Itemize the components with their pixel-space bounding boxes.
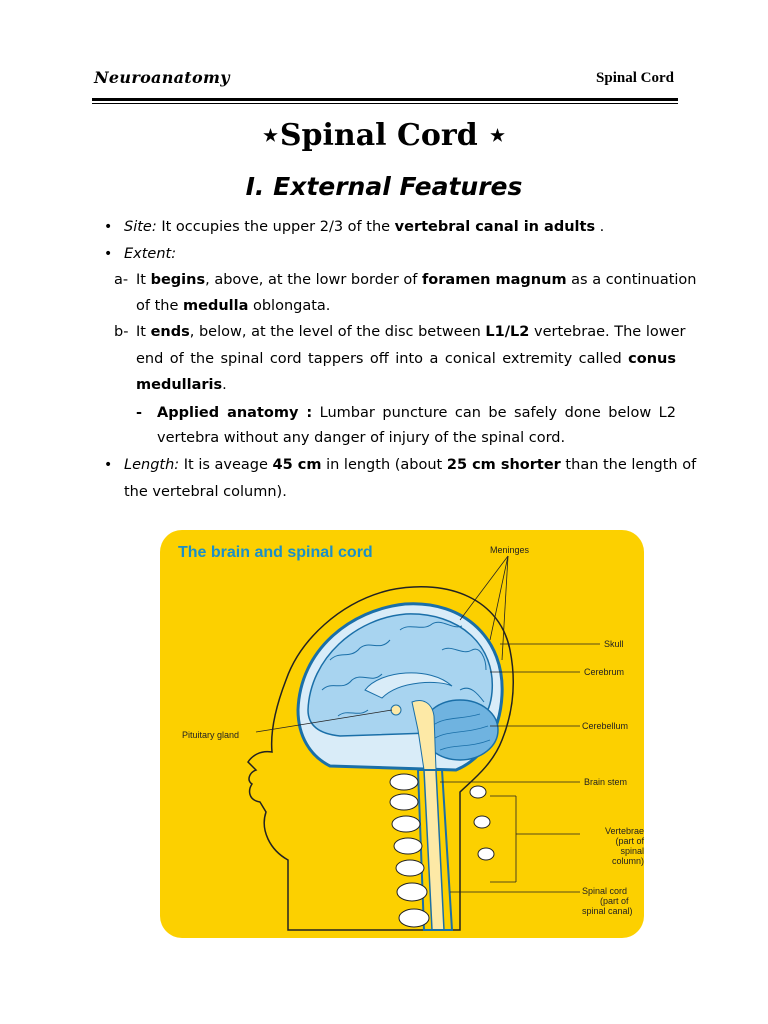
text: 45 cm [272,457,322,473]
item-b-line2: end of the spinal cord tappers off into … [136,349,676,369]
item-b-line3: medullaris. [136,375,227,395]
text: It [136,272,151,288]
item-a-line1: It begins, above, at the lowr border of … [136,270,697,290]
label-meninges: Meninges [490,545,530,555]
text: spinal column) [611,846,644,866]
text: begins [150,272,206,288]
site-label: Site: [124,219,157,235]
header-rule-thin [92,103,678,104]
length-line2: the vertebral column). [124,484,287,500]
item-b-line1: It ends, below, at the level of the disc… [136,322,685,342]
text: spinal canal) [582,906,633,916]
text: medulla [183,298,249,314]
text: Lumbar puncture can be safely done below… [312,405,676,421]
text: It is aveage [179,457,273,473]
figure-title: The brain and spinal cord [178,544,373,561]
label-skull: Skull [604,639,624,649]
brain-illustration [247,555,600,931]
text: foramen magnum [422,272,567,288]
text: L1/L2 [485,324,530,340]
text: . [222,377,227,393]
text: in length (about [321,457,447,473]
pituitary-shape [390,704,402,716]
text: (part of [615,836,644,846]
text: (part of [600,896,629,906]
section-subtitle: I. External Features [245,172,523,201]
text: medullaris [136,377,223,393]
header-left: Neuroanatomy [94,68,230,87]
item-b-marker: b- [114,324,129,340]
length-line1: Length: It is aveage 45 cm in length (ab… [124,455,696,475]
extent-label: Extent: [124,246,177,262]
text: as a continuation [566,272,697,288]
text: Spinal cord [582,886,628,896]
text: vertebrae. The lower [529,324,686,340]
text: of the [136,298,183,314]
site-pre: It occupies the upper 2/3 of the [156,219,395,235]
bullet-dot: • [104,219,113,235]
site-bold: vertebral canal in adults [394,219,596,235]
text: , below, at the level of the disc betwee… [189,324,486,340]
header-rule [92,98,678,101]
label-spinal-cord: Spinal cord (part of spinal canal) [582,886,633,916]
text: oblongata. [248,298,331,314]
item-a-line2: of the medulla oblongata. [136,296,330,316]
bullet-dot: • [104,246,113,262]
label-cerebrum: Cerebrum [584,667,625,677]
text: It [136,324,151,340]
text: Vertebrae [604,826,644,836]
site-line: Site: It occupies the upper 2/3 of the v… [124,217,604,237]
text: Length: [124,457,180,473]
spinal-canal [416,769,454,931]
applied-marker: - [136,405,143,421]
text: , above, at the lowr border of [205,272,422,288]
text: conus [628,351,676,367]
bullet-dot: • [104,457,113,473]
header-right: Spinal Cord [596,70,674,86]
applied-line1: Applied anatomy : Lumbar puncture can be… [157,403,676,423]
corpus-callosum [364,672,453,699]
text: 25 cm shorter [446,457,561,473]
item-a-marker: a- [114,272,129,288]
label-pituitary: Pituitary gland [182,730,240,740]
applied-line2: vertebra without any danger of injury of… [157,430,566,446]
text: than the length of [560,457,697,473]
page-title: ⋆Spinal Cord ⋆ [261,118,507,153]
brain-spinal-cord-figure: The brain and spinal cord [160,530,644,938]
text: end of the spinal cord tappers off into … [136,351,629,367]
site-post: . [595,219,605,235]
label-vertebrae: Vertebrae (part of spinal column) [586,826,644,866]
label-brain-stem: Brain stem [584,777,628,787]
label-cerebellum: Cerebellum [582,721,629,731]
text: ends [150,324,190,340]
text: Applied anatomy : [157,405,313,421]
vertebrae-shapes [389,773,495,928]
